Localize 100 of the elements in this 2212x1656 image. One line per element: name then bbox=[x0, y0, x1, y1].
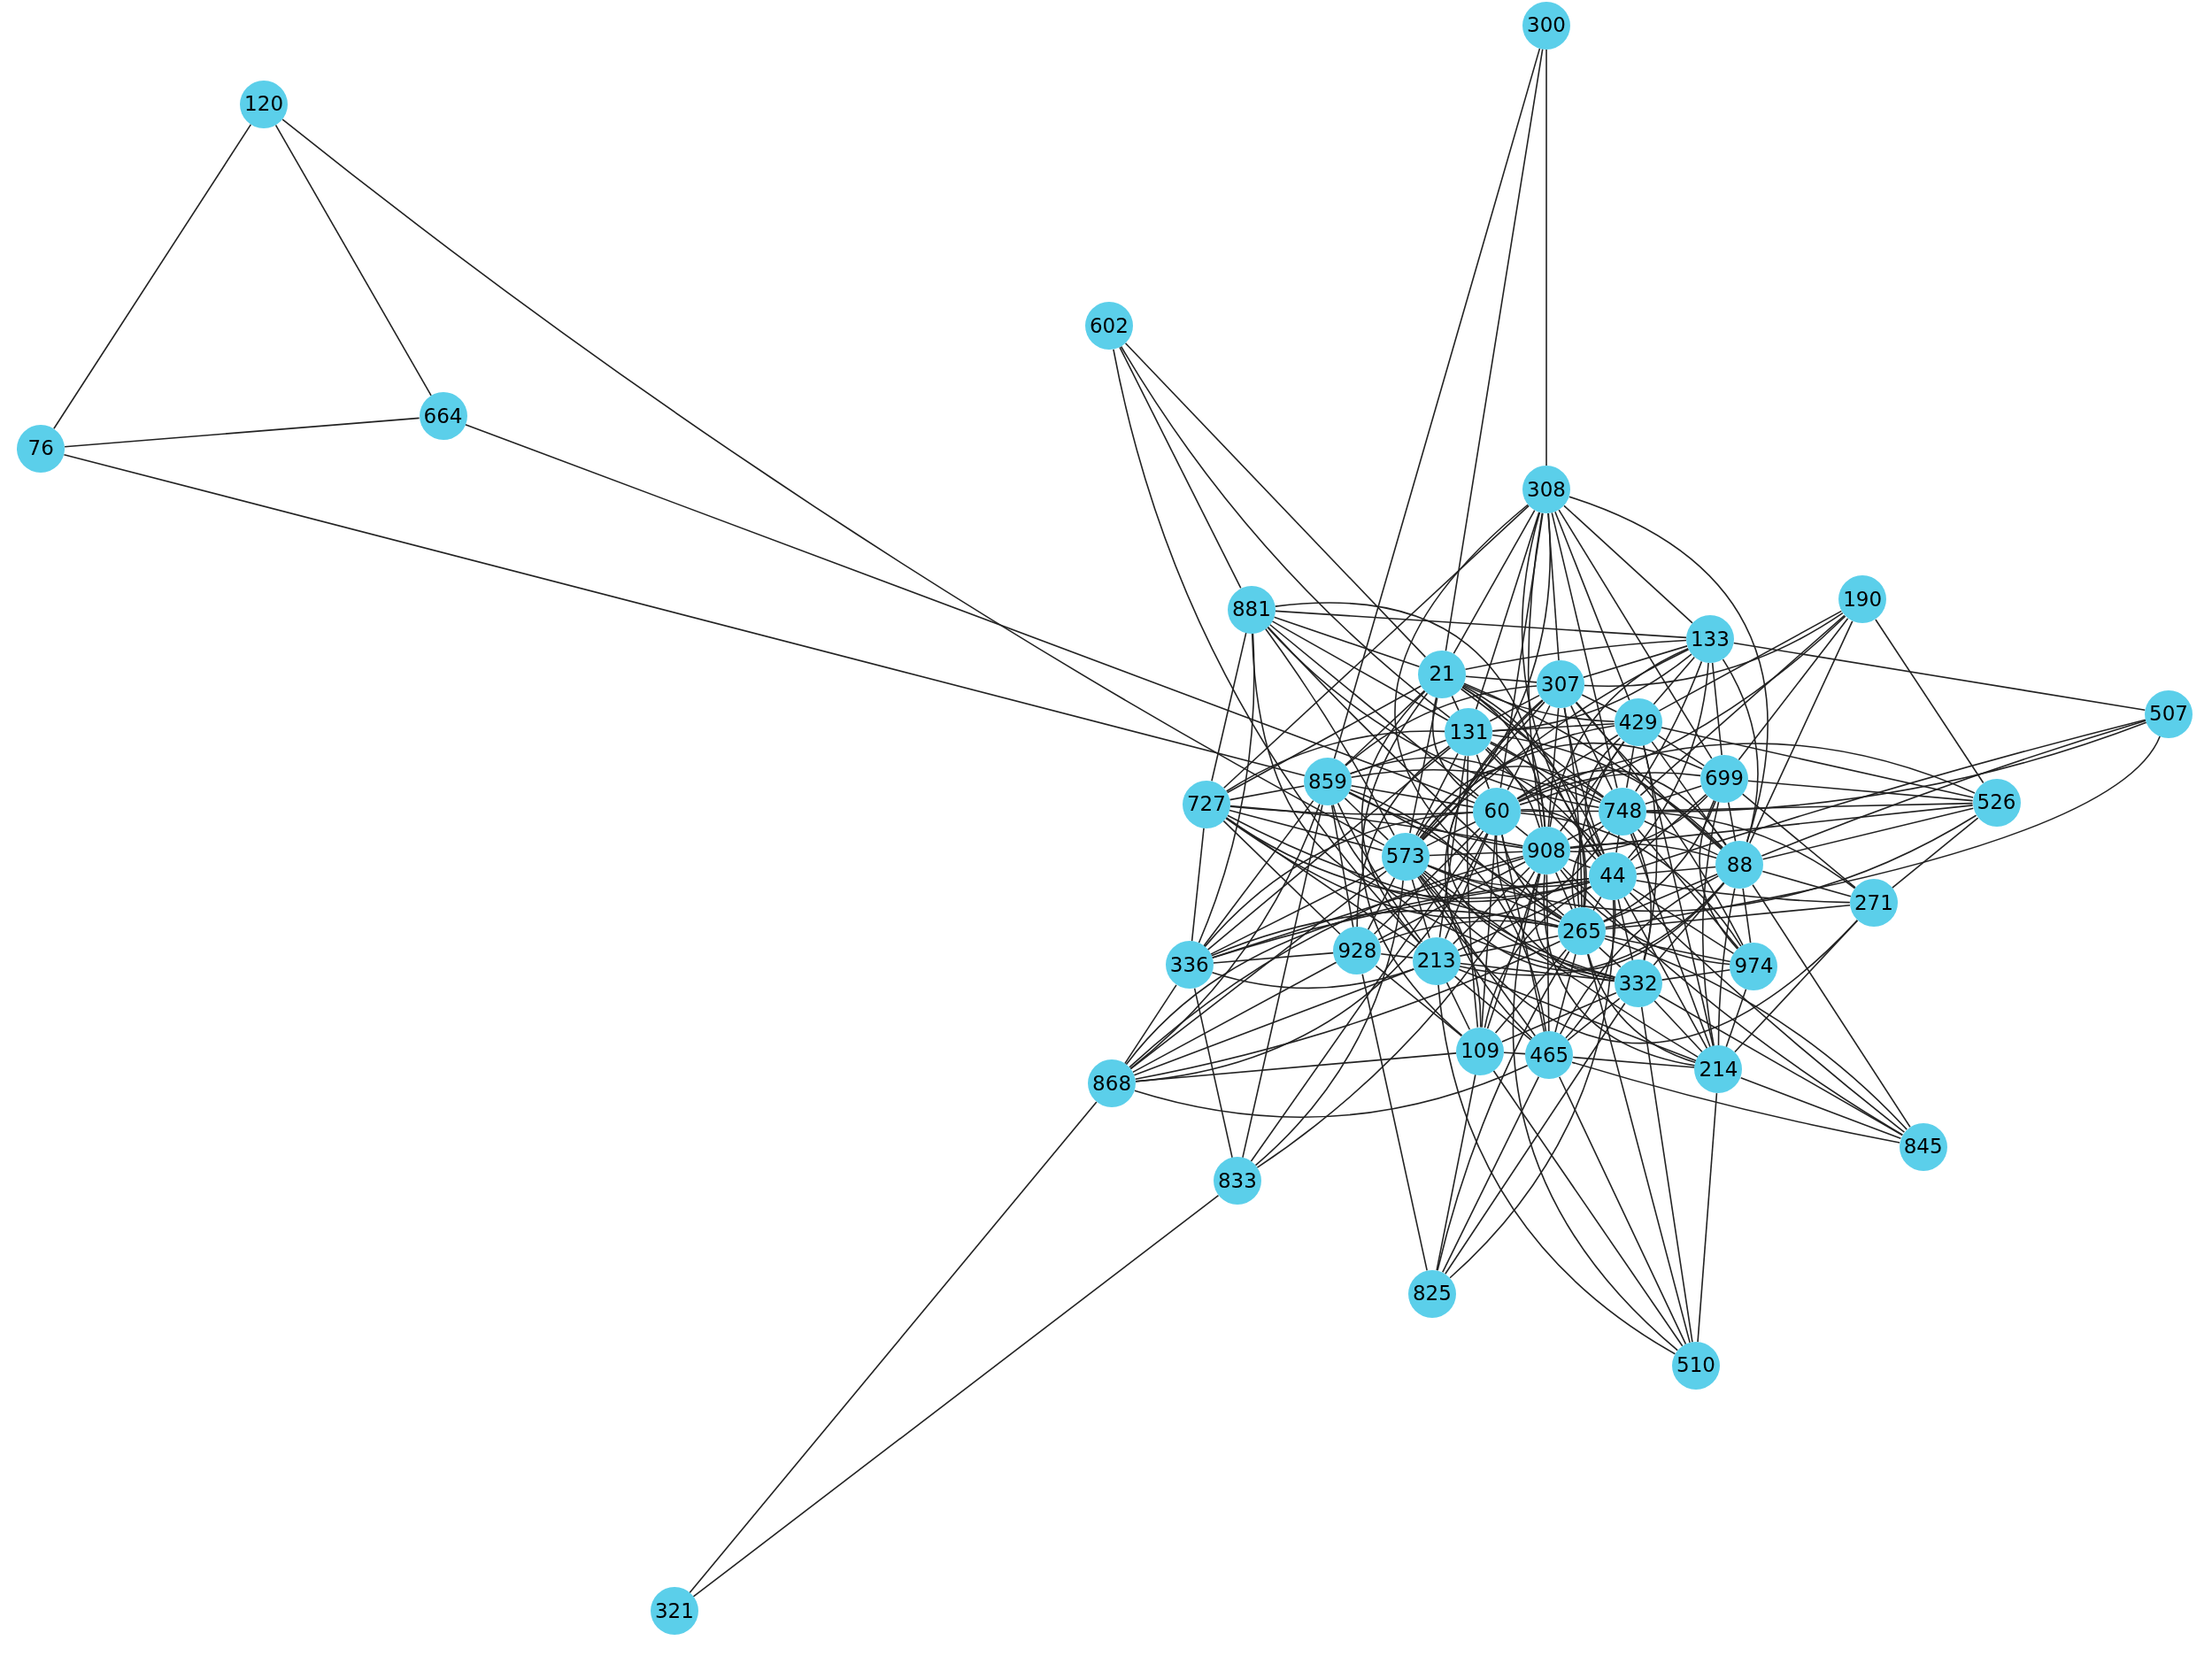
connector-line bbox=[465, 423, 1476, 804]
connector-line bbox=[1657, 735, 1706, 766]
connector-line bbox=[1516, 769, 1727, 846]
connector-line bbox=[1119, 346, 1242, 589]
connector-line bbox=[1559, 741, 1625, 832]
node-circle: 336 bbox=[1165, 941, 1214, 990]
connector-line bbox=[1559, 874, 1720, 1036]
node-circle: 76 bbox=[17, 424, 66, 473]
connector-line bbox=[1507, 705, 1551, 791]
connector-line bbox=[1422, 871, 1616, 978]
node-circle: 859 bbox=[1303, 758, 1352, 806]
connector-line bbox=[281, 119, 1385, 846]
connector-line bbox=[1746, 780, 1974, 802]
connector-line bbox=[1631, 832, 1652, 961]
connector-line bbox=[1627, 662, 1709, 859]
connector-line bbox=[1426, 820, 1476, 847]
connector-line bbox=[1458, 968, 1698, 1062]
connector-line bbox=[1501, 991, 1617, 1043]
connector-line bbox=[1225, 817, 1611, 919]
connector-line bbox=[1423, 870, 1699, 1059]
connector-line bbox=[1554, 511, 1630, 701]
connector-line bbox=[1457, 885, 1592, 951]
connector-line bbox=[1445, 48, 1544, 652]
connector-line bbox=[1135, 1052, 1457, 1082]
connector-line bbox=[1274, 602, 1545, 828]
connector-line bbox=[1761, 870, 1852, 897]
connector-line bbox=[1571, 825, 1605, 909]
node-circle: 727 bbox=[1182, 780, 1230, 828]
connector-line bbox=[1486, 873, 1540, 1029]
connector-line bbox=[1361, 692, 1463, 1036]
connector-line bbox=[1661, 727, 1974, 798]
connector-line bbox=[1490, 741, 1587, 909]
connector-line bbox=[1465, 675, 1538, 683]
connector-line bbox=[1229, 805, 1524, 847]
connector-line bbox=[1250, 829, 1484, 1162]
connector-line bbox=[1453, 509, 1536, 655]
connector-line bbox=[1576, 741, 1625, 908]
connector-line bbox=[1350, 784, 1475, 808]
connector-line bbox=[1643, 820, 1719, 856]
connector-line bbox=[1629, 891, 1906, 1134]
connector-line bbox=[1637, 828, 1739, 950]
connector-line bbox=[1348, 791, 1524, 849]
connector-line bbox=[1569, 805, 1974, 850]
connector-line bbox=[1517, 743, 1976, 802]
connector-line bbox=[1615, 834, 1620, 853]
connector-line bbox=[1646, 802, 1974, 812]
connector-line bbox=[1635, 880, 1851, 904]
connector-line bbox=[1212, 951, 1335, 964]
connector-line bbox=[1575, 701, 1723, 851]
connector-line bbox=[1491, 722, 1615, 732]
connector-line bbox=[1361, 973, 1428, 1272]
connector-line bbox=[1460, 688, 1605, 798]
connector-line bbox=[1761, 720, 2146, 857]
connector-line bbox=[1484, 886, 1592, 1028]
connector-line bbox=[1549, 647, 1689, 828]
connector-line bbox=[1562, 867, 1904, 1136]
connector-line bbox=[1461, 686, 1605, 855]
connector-line bbox=[1495, 834, 1615, 981]
connector-line bbox=[1344, 797, 1389, 841]
connector-line bbox=[1417, 875, 1859, 1044]
connector-line bbox=[1646, 811, 1856, 890]
connector-line bbox=[1229, 785, 1306, 801]
connector-line bbox=[1569, 795, 1708, 852]
connector-line bbox=[1570, 705, 1614, 791]
connector-line bbox=[1198, 632, 1255, 944]
connector-line bbox=[1265, 628, 1395, 836]
connector-line bbox=[1333, 47, 1541, 759]
connector-line bbox=[1567, 821, 1602, 841]
node-circle: 881 bbox=[1227, 585, 1276, 634]
connector-line bbox=[1337, 802, 1423, 943]
connector-line bbox=[1661, 969, 1731, 981]
connector-line bbox=[1133, 968, 1415, 1076]
connector-line bbox=[1697, 1092, 1718, 1343]
connector-line bbox=[1653, 656, 1696, 705]
connector-line bbox=[1377, 861, 1526, 941]
connector-line bbox=[1484, 748, 1597, 860]
connector-line bbox=[1520, 808, 1603, 856]
connector-line bbox=[1604, 935, 1731, 963]
connector-line bbox=[1558, 509, 1713, 759]
connector-line bbox=[53, 123, 252, 430]
node-circle: 131 bbox=[1445, 708, 1493, 757]
connector-line bbox=[1421, 649, 1690, 841]
connector-line bbox=[1547, 512, 1560, 661]
connector-line bbox=[1489, 694, 1540, 722]
connector-line bbox=[1380, 952, 1414, 959]
connector-line bbox=[1426, 814, 1977, 913]
node-circle: 833 bbox=[1213, 1157, 1261, 1205]
connector-line bbox=[1568, 843, 1718, 859]
connector-line bbox=[1459, 962, 1615, 982]
connector-line bbox=[63, 453, 1306, 777]
connector-line bbox=[1711, 662, 1723, 756]
node-circle: 748 bbox=[1599, 787, 1647, 836]
node-circle: 60 bbox=[1473, 787, 1522, 836]
node-circle: 526 bbox=[1972, 779, 2021, 827]
connector-line bbox=[1701, 801, 1720, 1047]
connector-line bbox=[1602, 873, 1719, 923]
connector-line bbox=[1571, 1061, 1900, 1144]
node-circle: 265 bbox=[1557, 907, 1606, 956]
connector-line bbox=[1739, 1077, 1902, 1140]
connector-line bbox=[1222, 820, 1341, 936]
